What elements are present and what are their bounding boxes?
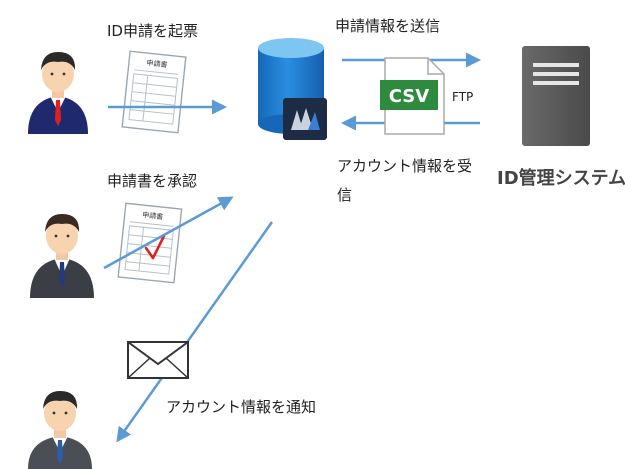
send-request-label: 申請情報を送信	[335, 17, 441, 35]
account-holder-person-icon	[28, 391, 92, 469]
approve-label: 申請書を承認	[107, 172, 198, 190]
form-title-text: 申請書	[146, 58, 168, 69]
ftp-label: FTP	[452, 90, 474, 104]
receive-account-label: アカウント情報を受信	[337, 157, 473, 204]
arrow-notify-account	[116, 221, 274, 443]
system-name-label: ID管理システム	[497, 168, 625, 189]
mail-envelope-icon	[127, 341, 189, 379]
approver-person-icon	[30, 214, 94, 298]
application-form-icon: 申請書	[121, 50, 187, 134]
notify-account-label: アカウント情報を通知	[166, 398, 317, 416]
arrow-approve-to-db	[103, 196, 234, 270]
server-icon	[522, 46, 590, 146]
id-request-label: ID申請を起票	[107, 22, 198, 40]
form-title-text: 申請書	[142, 210, 164, 221]
check-mark-icon	[144, 234, 166, 260]
requester-person-icon	[28, 52, 88, 134]
product-logo-icon	[283, 98, 327, 140]
csv-file-icon: CSV	[380, 57, 445, 135]
csv-label: CSV	[389, 86, 430, 107]
